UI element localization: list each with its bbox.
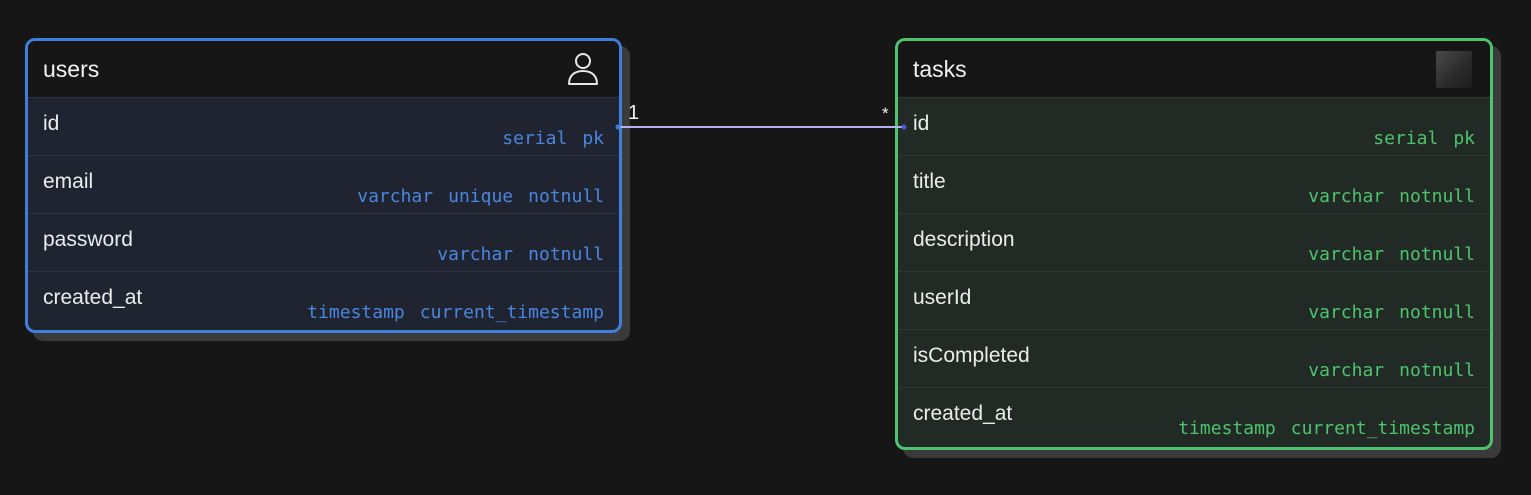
- column-name: description: [913, 227, 1015, 251]
- column-types: varchar notnull: [1308, 244, 1475, 265]
- column-type: varchar: [1308, 360, 1385, 381]
- column-type: varchar: [1308, 244, 1385, 265]
- column-name: created_at: [43, 285, 143, 309]
- column-types: serial pk: [1373, 128, 1475, 149]
- column-type: notnull: [1399, 360, 1475, 381]
- column-name: password: [43, 227, 133, 251]
- users-column-row[interactable]: created_at timestamp current_timestamp: [28, 271, 619, 329]
- users-column-row[interactable]: id serial pk: [28, 97, 619, 155]
- column-types: timestamp current_timestamp: [307, 302, 604, 323]
- column-type: current_timestamp: [1290, 418, 1475, 439]
- column-name: created_at: [913, 401, 1013, 425]
- column-type: current_timestamp: [419, 302, 604, 323]
- column-type: pk: [1453, 128, 1475, 149]
- column-name: id: [43, 111, 60, 135]
- users-column-row[interactable]: email varchar unique notnull: [28, 155, 619, 213]
- column-type: notnull: [1399, 186, 1475, 207]
- to-cardinality-label: *: [882, 104, 889, 123]
- column-name: title: [913, 169, 946, 193]
- column-name: id: [913, 111, 930, 135]
- tasks-table-title: tasks: [913, 55, 967, 82]
- tasks-column-row[interactable]: title varchar notnull: [898, 155, 1490, 213]
- tasks-column-row[interactable]: id serial pk: [898, 97, 1490, 155]
- column-types: varchar notnull: [1308, 302, 1475, 323]
- tasks-column-row[interactable]: userId varchar notnull: [898, 271, 1490, 329]
- tasks-table[interactable]: tasks id serial pk title varchar notnull…: [895, 38, 1493, 450]
- column-type: varchar: [1308, 186, 1385, 207]
- column-type: varchar: [1308, 302, 1385, 323]
- column-type: timestamp: [307, 302, 405, 323]
- column-types: varchar notnull: [1308, 186, 1475, 207]
- users-table-header[interactable]: users: [28, 41, 619, 97]
- column-types: varchar notnull: [437, 244, 604, 265]
- column-type: serial: [502, 128, 568, 149]
- column-types: serial pk: [502, 128, 604, 149]
- user-icon: [565, 51, 601, 87]
- column-name: userId: [913, 285, 972, 309]
- column-type: notnull: [528, 186, 604, 207]
- users-table-title: users: [43, 55, 100, 82]
- column-name: email: [43, 169, 94, 193]
- column-types: timestamp current_timestamp: [1178, 418, 1475, 439]
- tasks-column-row[interactable]: created_at timestamp current_timestamp: [898, 387, 1490, 445]
- column-type: timestamp: [1178, 418, 1276, 439]
- column-type: serial: [1373, 128, 1439, 149]
- column-type: notnull: [1399, 302, 1475, 323]
- column-type: pk: [582, 128, 604, 149]
- column-type: notnull: [528, 244, 604, 265]
- column-type: notnull: [1399, 244, 1475, 265]
- users-column-row[interactable]: password varchar notnull: [28, 213, 619, 271]
- square-icon: [1436, 50, 1472, 88]
- tasks-column-row[interactable]: isCompleted varchar notnull: [898, 329, 1490, 387]
- column-type: varchar: [437, 244, 514, 265]
- column-types: varchar unique notnull: [357, 186, 604, 207]
- column-type: varchar: [357, 186, 434, 207]
- users-table[interactable]: users id serial pk email varchar unique …: [25, 38, 622, 333]
- tasks-table-header[interactable]: tasks: [898, 41, 1490, 97]
- column-name: isCompleted: [913, 343, 1030, 367]
- column-type: unique: [448, 186, 514, 207]
- column-types: varchar notnull: [1308, 360, 1475, 381]
- tasks-column-row[interactable]: description varchar notnull: [898, 213, 1490, 271]
